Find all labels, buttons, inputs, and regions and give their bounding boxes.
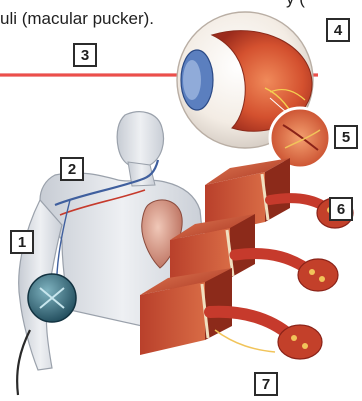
tissue-block-front (140, 268, 322, 359)
callout-4: 4 (326, 18, 350, 42)
vessel-front-opening (278, 325, 322, 359)
callout-2: 2 (60, 157, 84, 181)
callout-6: 6 (329, 197, 353, 221)
zoom-circle (270, 108, 330, 168)
nerve-fiber (215, 330, 275, 352)
cell-4 (319, 276, 325, 282)
callout-7: 7 (254, 372, 278, 396)
callout-5: 5 (334, 125, 358, 149)
cell-6 (302, 343, 308, 349)
cell-5 (291, 335, 297, 341)
callout-1: 1 (10, 230, 34, 254)
callout-3: 3 (73, 43, 97, 67)
head (117, 112, 163, 168)
cornea (183, 60, 201, 100)
vessel-mid-opening (298, 259, 338, 291)
cell-3 (309, 269, 315, 275)
